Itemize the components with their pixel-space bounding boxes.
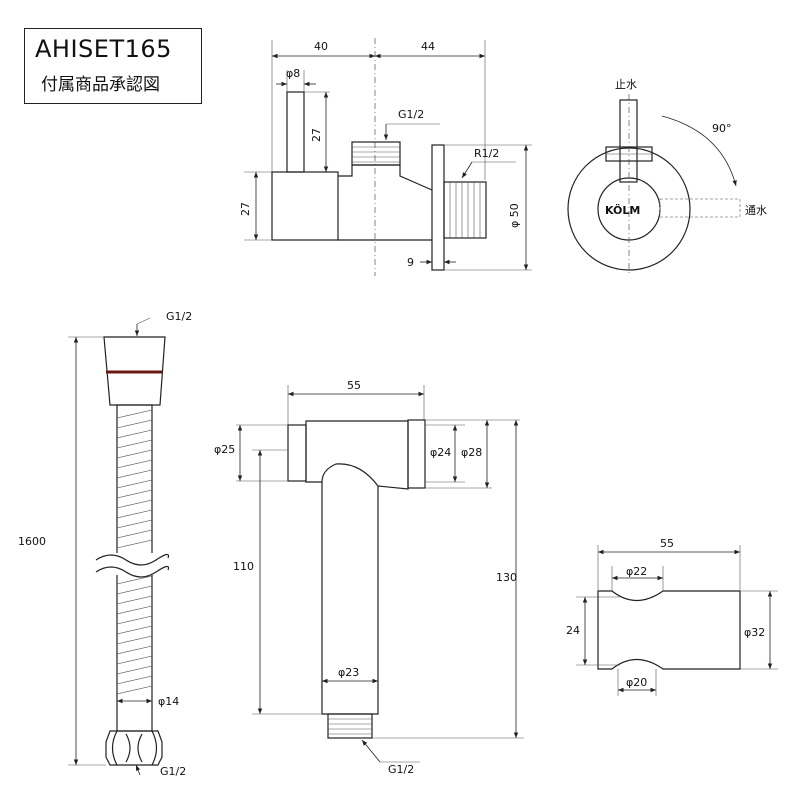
holder-d22: φ22 (626, 565, 647, 578)
dim-flange-thickness: 9 (407, 256, 414, 269)
sprayer-handle (321, 482, 379, 715)
dim-width-right: 44 (421, 40, 435, 53)
hose-top-thread: G1/2 (166, 310, 192, 323)
sprayer-h130: 130 (496, 571, 517, 584)
sprayer-h110: 110 (233, 560, 254, 573)
dim-body-height: 27 (239, 202, 252, 216)
valve-front-handle (619, 99, 638, 183)
document-subtitle: 付属商品承認図 (41, 75, 160, 95)
dim-right-thread: R1/2 (474, 147, 499, 160)
dim-flange-diameter: φ 50 (508, 203, 521, 228)
sprayer-d23: φ23 (338, 666, 359, 679)
holder-h24: 24 (566, 624, 580, 637)
valve-pipe (338, 164, 433, 241)
valve-flange (431, 144, 445, 271)
sprayer-thread (327, 713, 373, 739)
valve-top-thread (351, 141, 401, 166)
holder-d32: φ32 (744, 626, 765, 639)
model-code: AHISET165 (35, 35, 172, 63)
sprayer-head-cap (287, 424, 307, 482)
valve-side-view: 40 44 φ8 27 27 G1/2 (239, 38, 532, 276)
dim-top-thread: G1/2 (398, 108, 424, 121)
holder-width: 55 (660, 537, 674, 550)
hose-bottom-thread: G1/2 (160, 765, 186, 778)
holder-view: 55 φ22 24 φ32 φ20 (566, 537, 778, 696)
holder-body (597, 590, 741, 670)
dim-handle-height: 27 (310, 128, 323, 142)
sprayer-d28: φ28 (461, 446, 482, 459)
hose-length: 1600 (18, 535, 46, 548)
valve-right-thread (443, 181, 487, 239)
sprayer-thread-label: G1/2 (388, 763, 414, 776)
sprayer-d25: φ25 (214, 443, 235, 456)
dim-handle-diameter: φ8 (286, 67, 300, 80)
valve-front-view: KÖLM 止水 通水 90° (567, 78, 767, 275)
hose-bottom-nut (105, 730, 163, 766)
sprayer-d24: φ24 (430, 446, 451, 459)
sprayer-width: 55 (347, 379, 361, 392)
sprayer-view: 55 G1/2 φ25 φ24 φ28 110 (214, 379, 524, 776)
brand-logo: KÖLM (605, 203, 640, 217)
title-box: AHISET165 付属商品承認図 (24, 28, 202, 104)
sprayer-head-body (305, 420, 409, 490)
valve-body-block (271, 171, 339, 241)
dim-width-left: 40 (314, 40, 328, 53)
rotation-arrow (661, 115, 737, 187)
hose-top-fitting (103, 336, 166, 406)
open-position-ghost (659, 198, 741, 218)
holder-d20: φ20 (626, 676, 647, 689)
valve-handle (286, 91, 305, 173)
hose-coil (116, 409, 153, 695)
hose-view: G1/2 1600 φ14 (18, 310, 192, 778)
stop-label: 止水 (615, 78, 637, 91)
rotation-angle: 90° (712, 122, 732, 135)
open-label: 通水 (745, 204, 767, 217)
hose-diameter: φ14 (158, 695, 179, 708)
sprayer-nozzle (407, 419, 426, 489)
